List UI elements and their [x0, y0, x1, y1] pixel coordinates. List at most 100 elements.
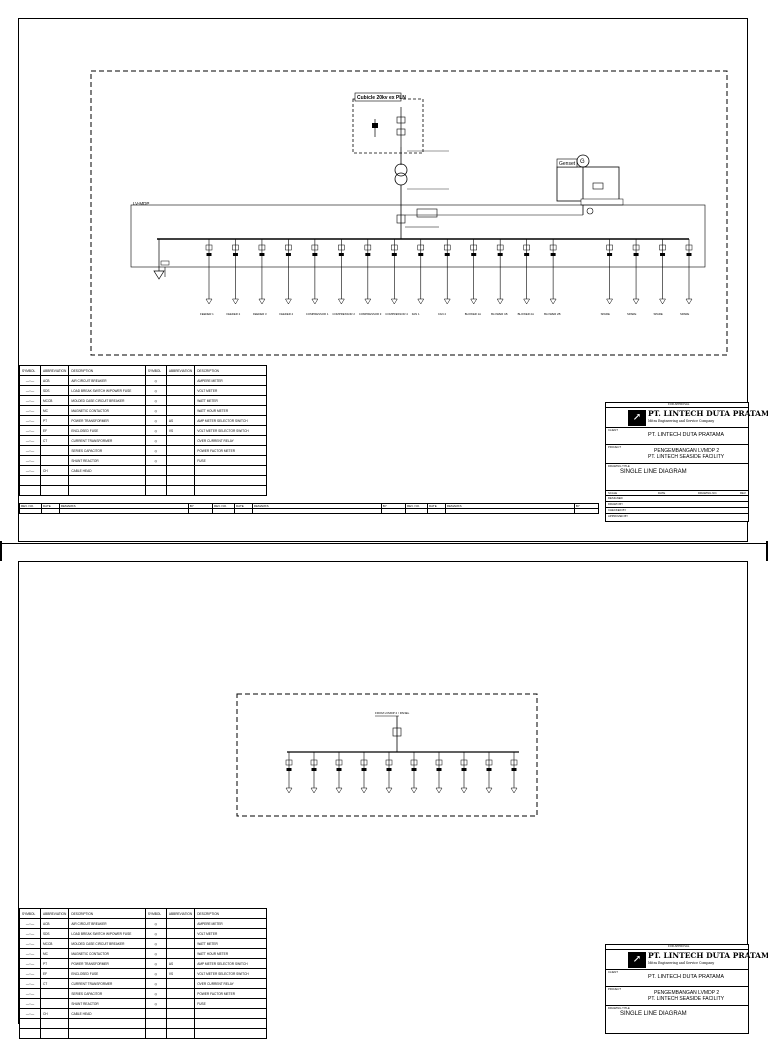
legend-symbol-icon: ◎ [144, 998, 167, 1009]
feeder-branch [496, 239, 504, 305]
legend-cell [165, 938, 196, 949]
designed-label: DESIGNED [608, 496, 623, 500]
legend-symbol-icon: —○— [19, 948, 41, 959]
legend-cell [39, 455, 70, 466]
company-name: PT. LINTECH DUTA PRATAMA [648, 951, 768, 960]
diagram-dashed-frame [90, 70, 728, 356]
legend-row [19, 485, 267, 496]
legend-symbol-icon: ◎ [144, 988, 167, 999]
legend-cell [165, 1008, 196, 1019]
drawing-title-label: DRAWING TITLE [608, 464, 630, 468]
legend-cell: CURRENT TRANSFORMER [68, 978, 146, 989]
drawn-by-label: DRAWN BY [608, 502, 623, 506]
legend-cell [165, 1028, 196, 1039]
legend-header: SYMBOL [144, 365, 167, 376]
legend-cell [165, 978, 196, 989]
legend-cell: PT [39, 415, 70, 426]
feeder-label: BLOWER 2A [518, 312, 534, 316]
feeder-branch [311, 239, 319, 305]
project-label: PROJECT [608, 445, 622, 449]
company-logo: ↗ [628, 952, 646, 968]
legend-cell [194, 1028, 267, 1039]
legend-symbol-icon: —○— [19, 958, 41, 969]
legend-cell: CT [39, 978, 70, 989]
genset-box [556, 166, 620, 202]
for-approval-label: FOR APPROVAL [668, 944, 690, 948]
legend-symbol-icon: ◎ [144, 968, 167, 979]
legend-cell: ENCLOSED FUSE [68, 425, 146, 436]
legend-row: —○—SHUNT REACTOR◎FUSE [19, 455, 267, 466]
legend-symbol-icon: —○— [19, 395, 41, 406]
legend-cell: AIR CIRCUIT BREAKER [68, 918, 146, 929]
transformer-primary [394, 163, 408, 177]
legend-cell [165, 395, 196, 406]
legend-cell: POWER FACTOR METER [194, 988, 267, 999]
legend-header: DESCRIPTION [194, 365, 267, 376]
legend-symbol-icon: ◎ [144, 938, 167, 949]
legend-cell [194, 475, 267, 486]
drawing-title-label: DRAWING TITLE [608, 1006, 630, 1010]
legend-symbol-icon: ◎ [144, 395, 167, 406]
legend-cell [165, 988, 196, 999]
feeder-branch [523, 239, 531, 305]
legend-cell [165, 455, 196, 466]
legend-symbol-icon: —○— [19, 385, 41, 396]
legend-cell: ENCLOSED FUSE [68, 968, 146, 979]
legend-cell: ACB [39, 375, 70, 386]
legend-cell: POWER FACTOR METER [194, 445, 267, 456]
project-line-2: PT. LINTECH SEASIDE FACILITY [648, 454, 725, 460]
rev-label: REV. [740, 491, 747, 495]
legend-cell: WATT METER [194, 395, 267, 406]
legend-header: SYMBOL [19, 908, 41, 919]
legend-cell [39, 485, 70, 496]
feeder-label: BLOWER 1A [465, 312, 481, 316]
legend-cell: EF [39, 425, 70, 436]
legend-cell: LOAD BREAK SWITCH W/POWER FUSE [68, 385, 146, 396]
drawing-title: SINGLE LINE DIAGRAM [620, 469, 687, 475]
feeder-label: FEEDER 1 [200, 312, 214, 316]
legend-symbol-icon: —○— [19, 918, 41, 929]
legend-symbol-icon: —○— [19, 938, 41, 949]
feeder-label: FAN 1 [412, 312, 420, 316]
legend-cell: AS [165, 415, 196, 426]
legend-symbol-icon: —○— [19, 968, 41, 979]
legend-symbol-icon: ◎ [144, 415, 167, 426]
feeder-branch [549, 239, 557, 305]
feeder-branch [390, 239, 398, 305]
legend-symbol-icon: —○— [19, 1008, 41, 1019]
project-line-2: PT. LINTECH SEASIDE FACILITY [648, 996, 725, 1002]
project-line-1: PENGEMBANGAN LVMDP 2 [654, 448, 720, 454]
legend-cell: MC [39, 948, 70, 959]
title-block-1: FOR APPROVAL ↗ PT. LINTECH DUTA PRATAMA … [605, 402, 768, 522]
checked-by-label: CHECKED BY [608, 508, 627, 512]
legend-symbol-icon [19, 1028, 41, 1039]
legend-cell [39, 998, 70, 1009]
legend-cell [165, 445, 196, 456]
feeder-branch [443, 239, 451, 305]
legend-cell [39, 988, 70, 999]
legend-cell: EF [39, 968, 70, 979]
feeder-label: SPARE [654, 312, 663, 316]
legend-row [19, 1028, 267, 1039]
legend-header: DESCRIPTION [68, 365, 146, 376]
legend-symbol-icon: ◎ [144, 978, 167, 989]
feeder-branch [337, 239, 345, 305]
legend-symbol-icon: —○— [19, 978, 41, 989]
legend-header: DESCRIPTION [194, 908, 267, 919]
feeder-label: FAN 2 [438, 312, 446, 316]
legend-symbol-icon [144, 485, 167, 496]
legend-cell: SHUNT REACTOR [68, 455, 146, 466]
legend-cell [165, 435, 196, 446]
feeder-label: BLOWER 1B [491, 312, 507, 316]
legend-symbol-icon: —○— [19, 405, 41, 416]
feeder-label: SPARE [627, 312, 636, 316]
legend-table: SYMBOL ABBREVIATION DESCRIPTION SYMBOL A… [19, 365, 267, 496]
feeder-branch [410, 752, 418, 794]
legend-cell: VS [165, 425, 196, 436]
